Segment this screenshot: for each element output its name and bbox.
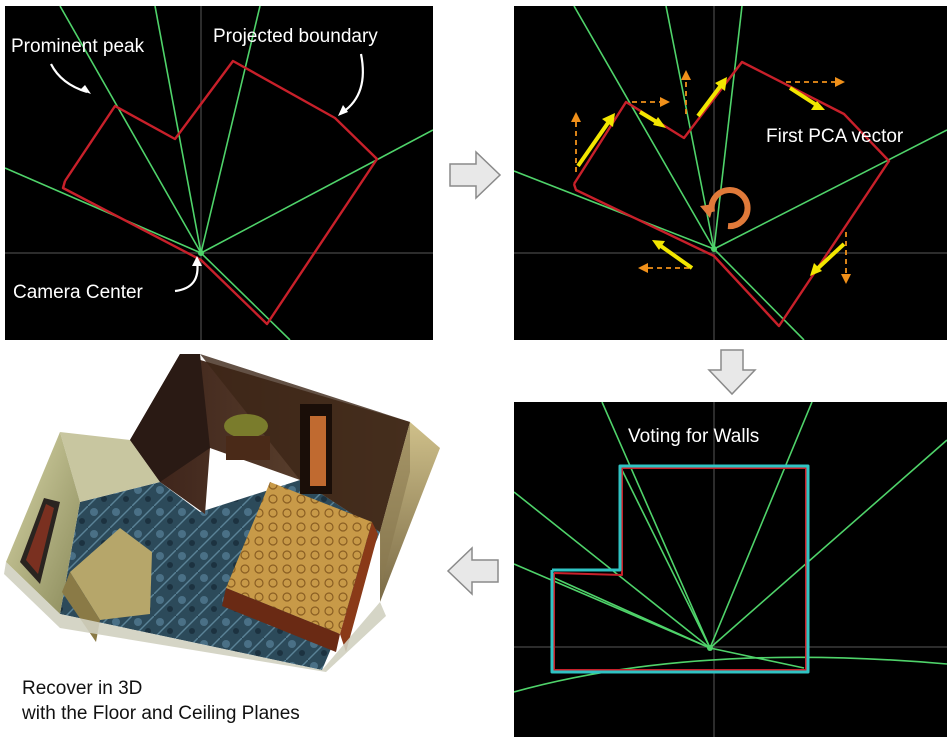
bed bbox=[226, 482, 372, 634]
label-voting-for-walls: Voting for Walls bbox=[628, 426, 760, 447]
camera-center-dot bbox=[198, 250, 204, 256]
pca-plot bbox=[514, 6, 947, 340]
panel-voting-walls: Voting for Walls bbox=[514, 402, 947, 737]
left-wall bbox=[60, 432, 160, 502]
armchair bbox=[70, 528, 152, 620]
boundary-plot bbox=[5, 6, 433, 340]
fitted-walls bbox=[550, 464, 810, 674]
voting-plot bbox=[514, 402, 947, 737]
label-projected-boundary: Projected boundary bbox=[213, 26, 378, 47]
projected-boundary bbox=[61, 59, 379, 326]
label-first-pca-vector: First PCA vector bbox=[766, 126, 904, 147]
boundary-callout-arrow bbox=[342, 53, 364, 113]
label-camera-center: Camera Center bbox=[13, 282, 143, 303]
rays bbox=[5, 6, 433, 340]
pca-vectors bbox=[576, 82, 846, 272]
panel-pca-vectors: First PCA vector bbox=[514, 6, 947, 340]
label-prominent-peak: Prominent peak bbox=[11, 36, 145, 57]
right-wall bbox=[380, 422, 440, 602]
room-3d-render bbox=[4, 354, 440, 672]
pca-dashed-arrows bbox=[575, 76, 847, 278]
rotation-icon bbox=[708, 187, 751, 230]
flow-arrow-down-icon bbox=[707, 349, 757, 396]
caption-recover-3d: Recover in 3D with the Floor and Ceiling… bbox=[22, 676, 300, 726]
caption-line-2: with the Floor and Ceiling Planes bbox=[22, 703, 300, 724]
rays bbox=[514, 6, 947, 340]
flow-arrow-left-icon bbox=[446, 546, 499, 596]
flow-arrow-right-icon bbox=[449, 150, 502, 200]
panel-projected-boundary: Prominent peak Projected boundary Camera… bbox=[5, 6, 433, 340]
caption-line-1: Recover in 3D bbox=[22, 678, 143, 699]
peak-callout-arrow bbox=[50, 63, 88, 94]
